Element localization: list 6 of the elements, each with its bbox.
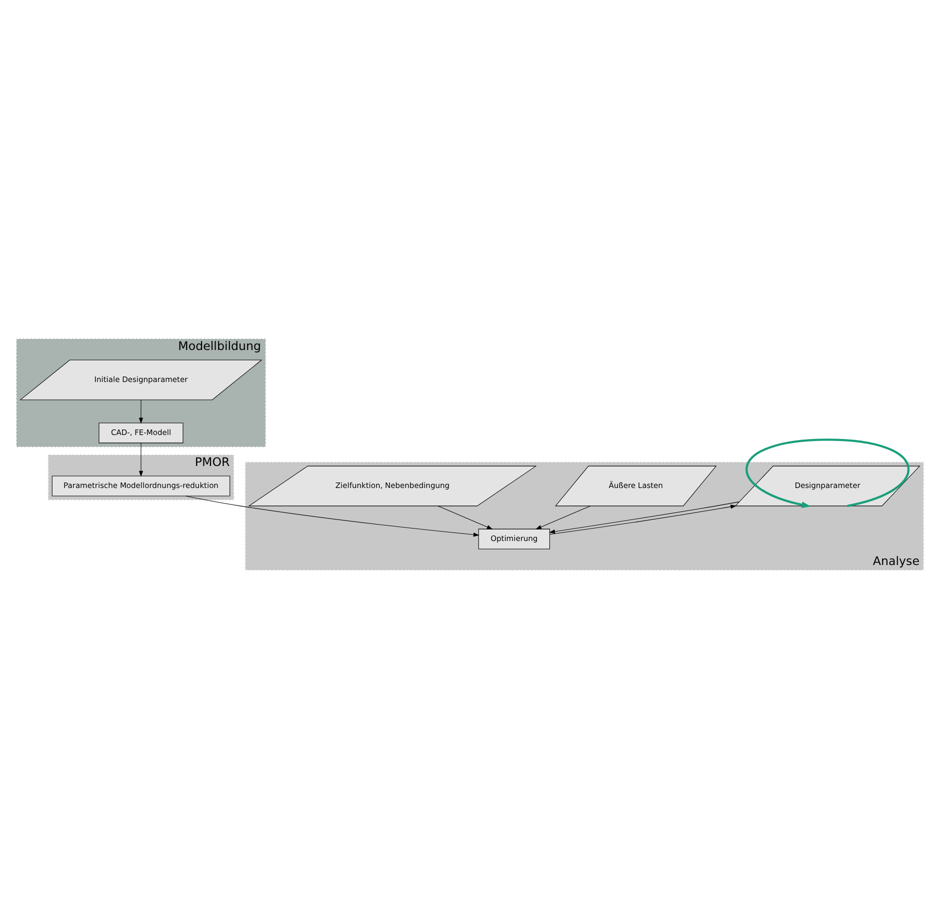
arrow <box>138 442 144 477</box>
arrow <box>438 506 493 530</box>
arrow <box>185 496 480 537</box>
arrow <box>536 506 591 530</box>
arrow <box>746 438 910 508</box>
arrow <box>138 400 144 424</box>
